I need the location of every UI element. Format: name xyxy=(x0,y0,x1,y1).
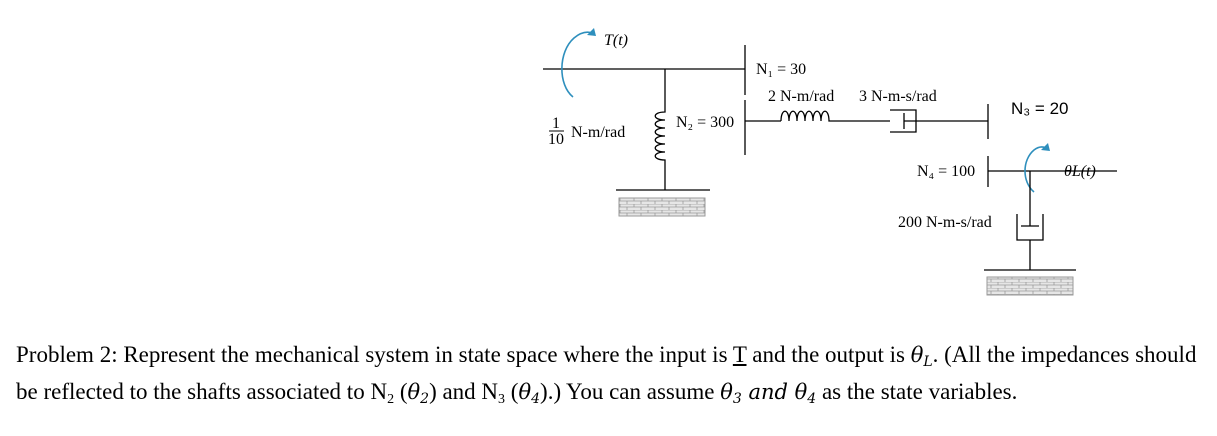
torque-arrow-icon xyxy=(561,28,596,98)
gear-n1-label: N₁ = 30 xyxy=(756,61,806,78)
input-torque-label: T(t) xyxy=(604,32,628,49)
problem-text: Problem 2: Represent the mechanical syst… xyxy=(16,342,1197,407)
damper-2-label: 200 N-m-s/rad xyxy=(898,214,992,231)
ground-right xyxy=(984,269,1076,296)
spring-1-fraction: 1 10 xyxy=(548,115,564,148)
input-variable: T xyxy=(732,342,747,367)
mechanical-system-diagram: T(t) N₁ = 30 1 10 N-m/rad N₂ = 300 2 N-m… xyxy=(543,28,1117,296)
gear-n2-label: N₂ = 300 xyxy=(676,114,734,131)
damper-2 xyxy=(1016,171,1044,270)
output-angle-label: θL(t) xyxy=(1064,163,1096,180)
damper-1-label: 3 N-m-s/rad xyxy=(859,88,937,105)
svg-text:10: 10 xyxy=(548,131,564,148)
ground-left xyxy=(616,189,710,217)
output-variable: θL xyxy=(910,343,933,370)
gear-n3-label: N₃ = 20 xyxy=(1011,99,1068,118)
damper-1 xyxy=(890,109,988,133)
gear-n4-label: N₄ = 100 xyxy=(917,163,975,180)
output-angle-arrow-icon xyxy=(1024,143,1050,193)
spring-2 xyxy=(780,110,890,122)
spring-1-label: N-m/rad xyxy=(571,124,625,141)
svg-text:1: 1 xyxy=(552,115,560,132)
spring-2-label: 2 N-m/rad xyxy=(768,88,834,105)
spring-1 xyxy=(654,97,666,190)
input-shaft xyxy=(543,68,745,97)
problem-statement: Problem 2: Represent the mechanical syst… xyxy=(16,340,1206,415)
